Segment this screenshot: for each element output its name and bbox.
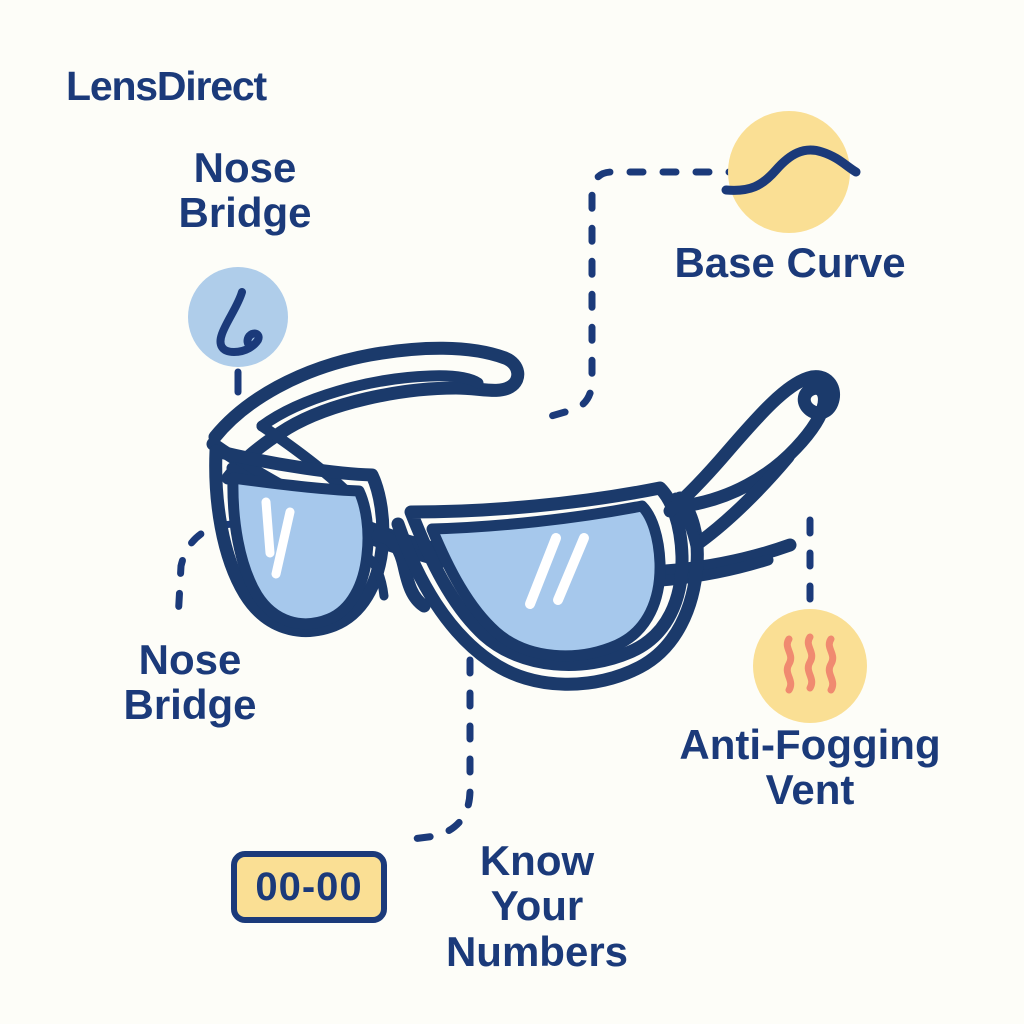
nose-pad	[361, 551, 389, 601]
left-temple-arm	[208, 341, 525, 485]
base-curve-icon-glyph	[721, 145, 861, 195]
nose-icon-glyph	[216, 288, 263, 356]
callout-label-nose-bridge-top: Nose Bridge	[178, 144, 312, 237]
s-curve-icon	[721, 111, 861, 233]
callout-label-nose-bridge-bottom: Nose Bridge	[123, 636, 257, 729]
vent-icon-waves	[783, 633, 837, 694]
right-lens-shine	[525, 533, 589, 609]
left-lens-frame-outer	[209, 444, 390, 637]
connector-know-numbers	[400, 656, 474, 844]
nose-bridge-piece	[371, 529, 431, 613]
brand-logo[interactable]: LensDirect	[66, 63, 267, 109]
left-temple-inner	[256, 370, 484, 432]
sunglasses-group	[206, 341, 840, 691]
right-lens	[426, 500, 666, 662]
numbers-badge-value: 00-00	[255, 865, 363, 909]
left-lens-shine	[261, 497, 295, 579]
right-lens-frame-outer	[404, 481, 689, 671]
heat-waves-icon	[753, 609, 867, 723]
right-hinge	[670, 492, 702, 552]
connector-base-curve	[544, 168, 746, 421]
callout-label-know-your-numbers: Know Your Numbers	[445, 837, 629, 975]
right-rim-lower	[391, 491, 704, 691]
callout-label-anti-fogging-vent: Anti-Fogging Vent	[679, 721, 941, 814]
right-temple-lower	[693, 450, 795, 549]
numbers-badge: 00-00	[231, 851, 387, 923]
nose-profile-icon	[188, 267, 288, 367]
base-curve-icon-circle	[728, 111, 850, 233]
nose-icon-circle	[188, 267, 288, 367]
right-temple-arm	[663, 370, 840, 518]
callout-label-base-curve: Base Curve	[674, 239, 906, 286]
